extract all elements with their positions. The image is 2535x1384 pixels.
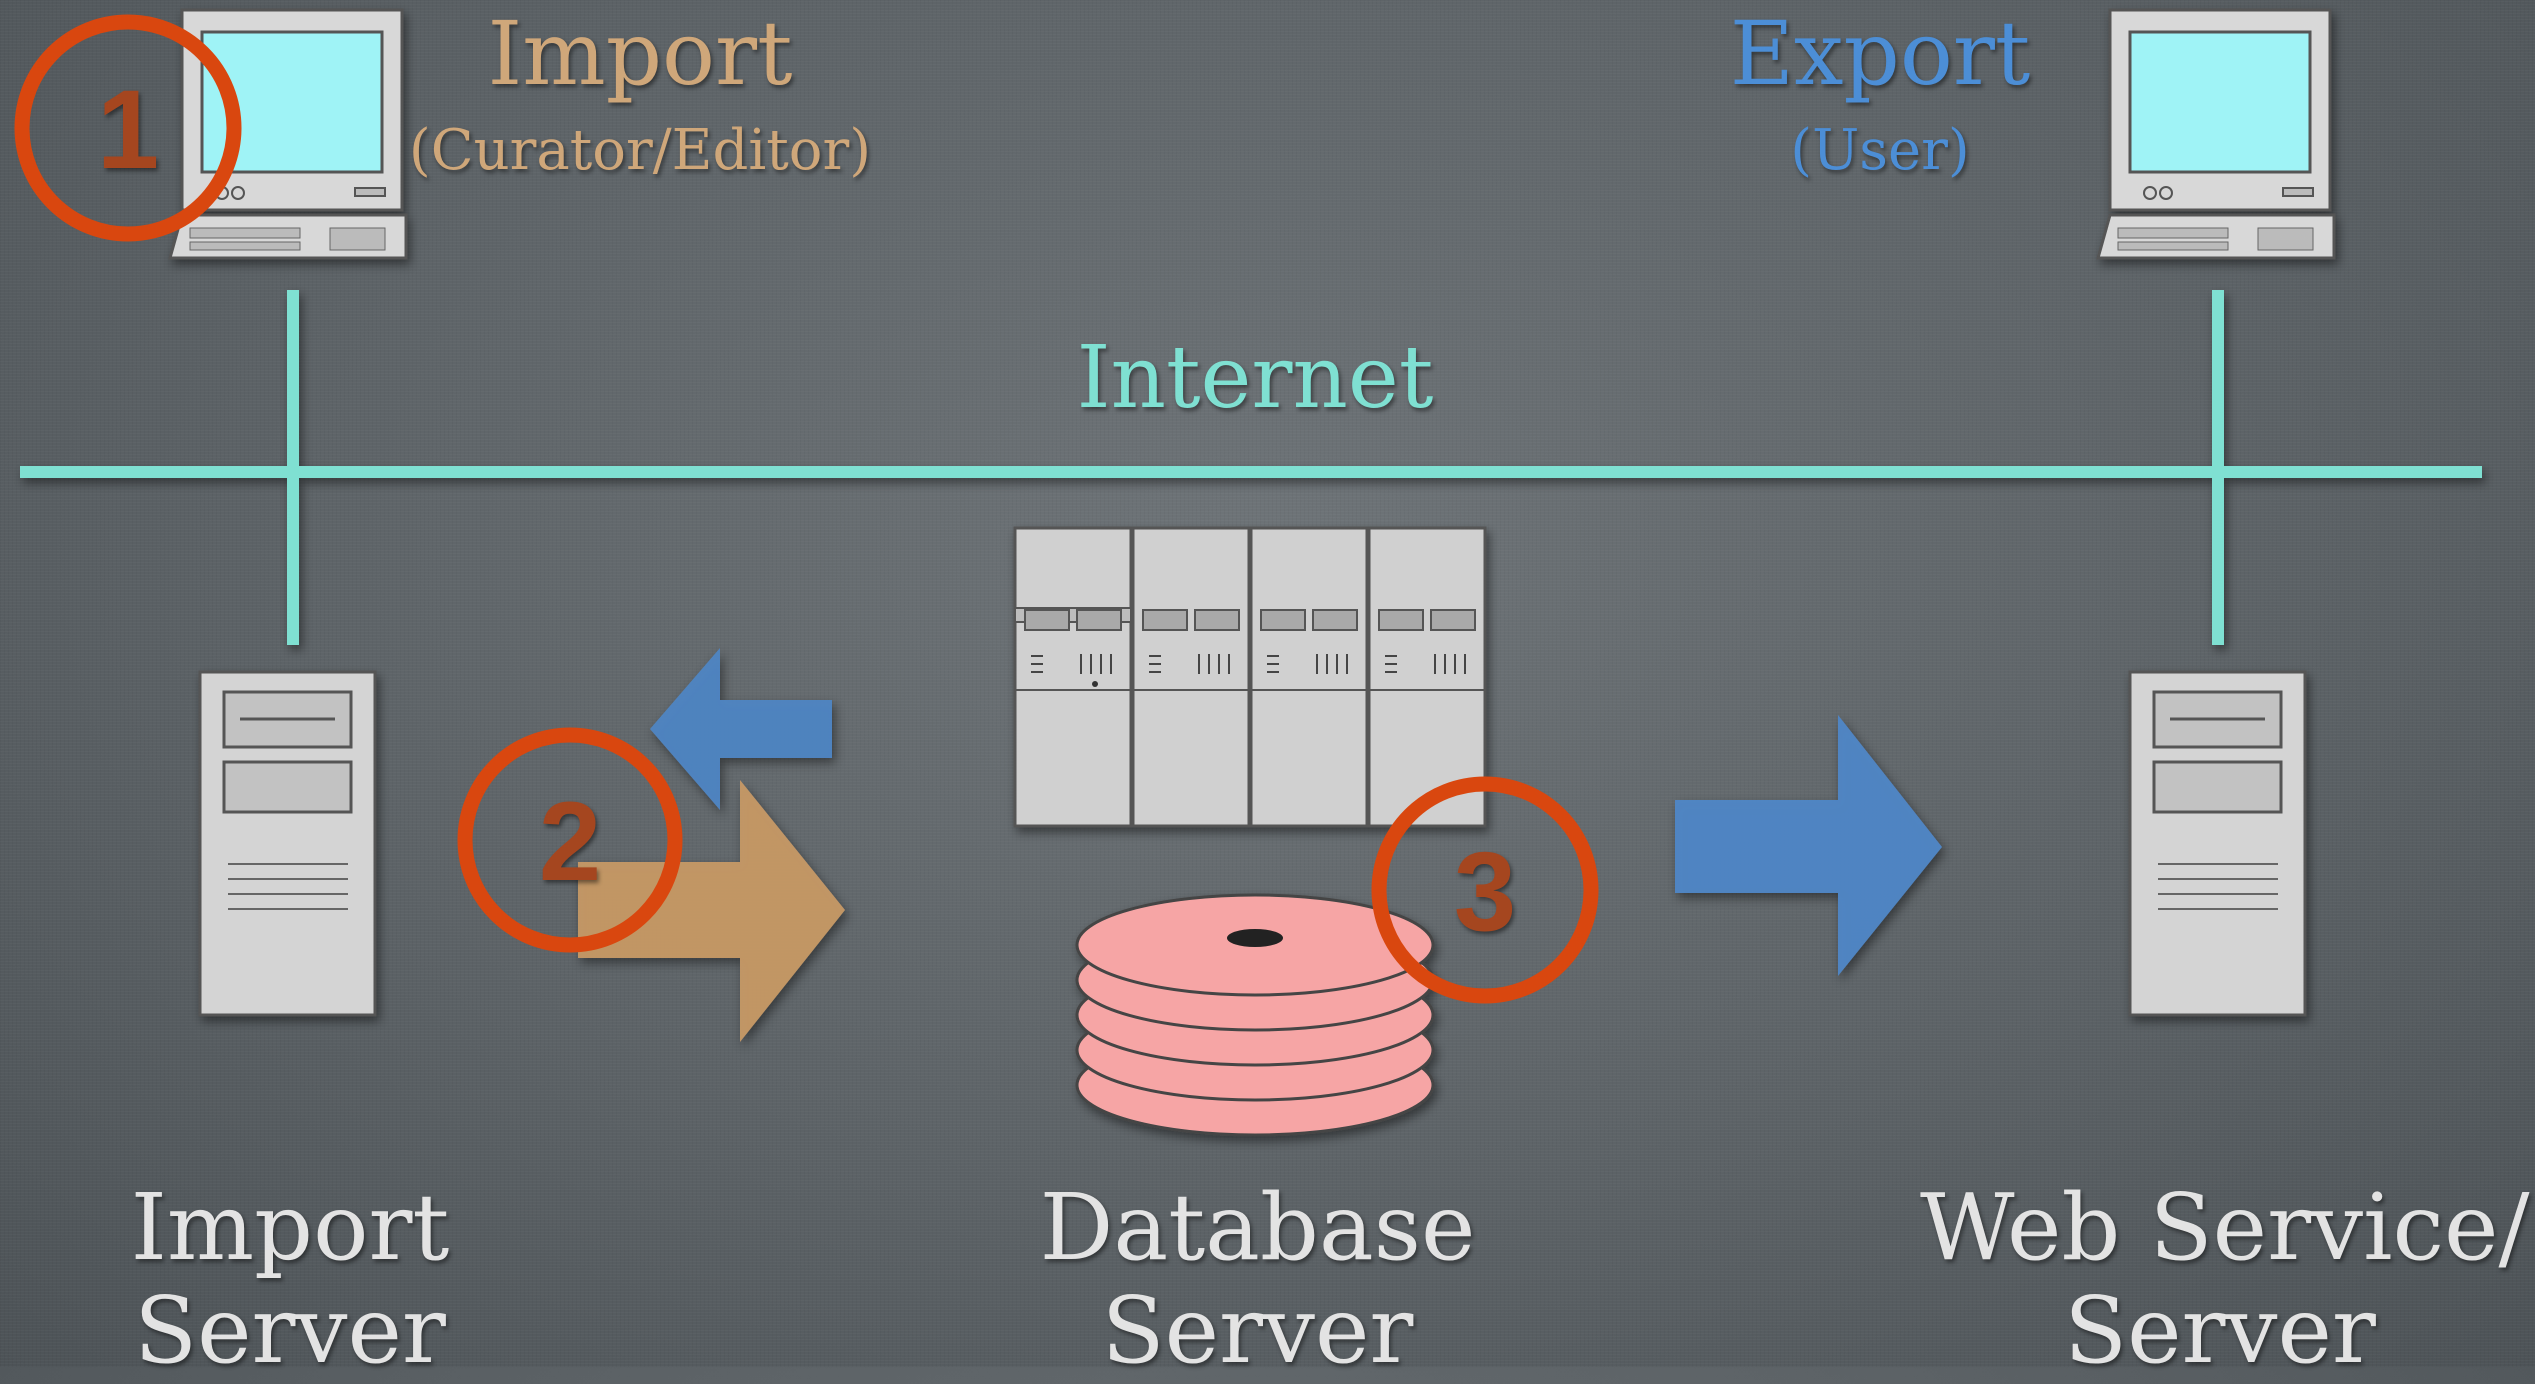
- step-2-number: 2: [538, 779, 602, 904]
- export-title: Export: [1729, 2, 2031, 105]
- web-server-label-line2: Server: [2064, 1277, 2376, 1384]
- import-server-label-line1: Import: [130, 1174, 450, 1281]
- step-markers: [14, 14, 1599, 1004]
- import-title: Import: [487, 2, 793, 105]
- web-server-label-line1: Web Service/: [1920, 1174, 2530, 1281]
- step-2-marker: [457, 727, 683, 953]
- blue-left-arrow: [650, 648, 832, 810]
- export-subtitle: (User): [1790, 118, 1970, 183]
- import-server-label-line2: Server: [134, 1277, 446, 1384]
- desktop-computer-icon: [2096, 8, 2336, 260]
- import-subtitle: (Curator/Editor): [408, 118, 872, 183]
- blue-right-arrow: [1675, 715, 1942, 976]
- arrow-icon: [578, 648, 1942, 1042]
- disk-stack-icon: [1075, 893, 1435, 1137]
- step-1-number: 1: [96, 67, 160, 192]
- database-server-label-line1: Database: [1039, 1174, 1476, 1281]
- rack-server-icon: [1013, 526, 1487, 828]
- step-3-marker: [1371, 776, 1599, 1004]
- tower-server-icon: [2128, 670, 2307, 1017]
- tan-right-arrow: [578, 780, 845, 1042]
- step-1-marker: [14, 14, 242, 242]
- database-server-label-line2: Server: [1101, 1277, 1414, 1384]
- tower-server-icon: [198, 670, 377, 1017]
- network-lines: [20, 290, 2482, 645]
- step-3-number: 3: [1453, 829, 1517, 954]
- internet-label: Internet: [1076, 328, 1434, 428]
